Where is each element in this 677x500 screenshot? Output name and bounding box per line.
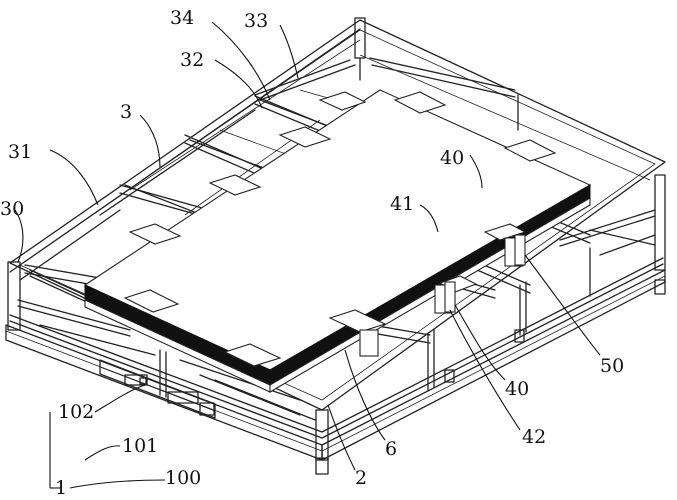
label-40-top: 40 xyxy=(440,147,464,169)
label-3: 3 xyxy=(120,101,132,123)
label-102: 102 xyxy=(58,401,94,423)
label-41: 41 xyxy=(390,193,414,215)
label-2: 2 xyxy=(355,467,367,489)
reference-labels: 34 33 32 3 31 30 40 41 50 40 42 6 2 102 … xyxy=(0,7,624,499)
pallet-101 xyxy=(99,359,216,419)
label-50: 50 xyxy=(600,355,624,377)
leader-lines xyxy=(14,21,601,489)
label-33: 33 xyxy=(244,10,268,32)
mounting-plates xyxy=(123,91,557,367)
label-6: 6 xyxy=(385,438,397,460)
label-100: 100 xyxy=(165,467,201,489)
label-30: 30 xyxy=(0,198,24,220)
label-32: 32 xyxy=(180,49,204,71)
label-101: 101 xyxy=(122,435,158,457)
connectors xyxy=(359,234,526,357)
label-34: 34 xyxy=(170,7,194,29)
label-1: 1 xyxy=(55,477,67,499)
label-40-bottom: 40 xyxy=(505,378,529,400)
label-42: 42 xyxy=(522,426,546,448)
label-31: 31 xyxy=(8,141,32,163)
